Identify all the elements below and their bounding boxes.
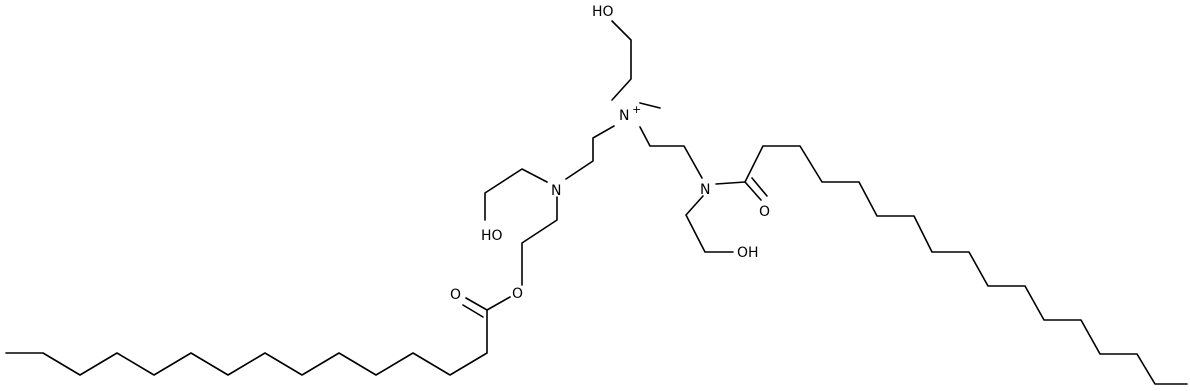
- atom-oh-left: HO: [481, 228, 503, 244]
- atom-ester-carbonyl-o: O: [450, 287, 461, 303]
- charge-plus: +: [632, 103, 641, 116]
- atom-amide-carbonyl-o: O: [759, 204, 770, 220]
- bond-top-hydroxyethyl: [611, 20, 632, 101]
- bond-amine-hydroxyethyl: [484, 168, 548, 221]
- atom-oh-right: OH: [737, 245, 759, 261]
- bond-amide-hydroxyethyl: [685, 195, 734, 253]
- bond-methyl: [639, 102, 661, 109]
- bond-ester-carbonyl-1: [465, 297, 488, 311]
- bond-amide-carbonyl-1: [744, 181, 762, 201]
- bond-nplus-to-amine: [565, 125, 615, 180]
- atom-ester-o: O: [512, 286, 523, 302]
- bond-amide-carbonyl-2: [751, 177, 768, 197]
- bond-amine-to-ester-o: [521, 196, 558, 286]
- bond-ester-o-carbon: [486, 296, 511, 311]
- atom-amide-n: N: [700, 182, 710, 198]
- bond-nplus-to-amide: [639, 126, 703, 179]
- atom-labels: HO N + N HO O O N O OH: [450, 4, 770, 303]
- atom-amine-n: N: [551, 183, 561, 199]
- atom-quaternary-n: N: [619, 108, 629, 124]
- bond-skeleton: [5, 20, 1188, 385]
- bond-ester-alkyl-chain: [5, 309, 488, 376]
- atom-oh-top: HO: [592, 4, 614, 20]
- bond-amide-alkyl-chain: [744, 145, 1188, 385]
- bond-ester-carbonyl-2: [462, 304, 484, 318]
- bond-amide-n-carbon: [715, 181, 746, 185]
